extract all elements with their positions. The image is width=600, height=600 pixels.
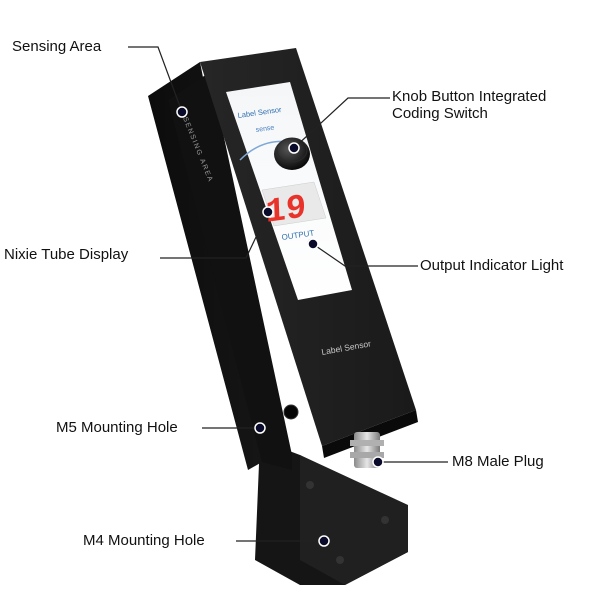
callout-dot bbox=[318, 535, 330, 547]
label-output-indicator-light: Output Indicator Light bbox=[420, 257, 564, 274]
callout-dot bbox=[176, 106, 188, 118]
label-knob-button-line2: Coding Switch bbox=[392, 105, 488, 122]
callout-lines bbox=[128, 46, 448, 542]
bracket-screw-hole bbox=[381, 516, 389, 524]
bracket-screw-hole bbox=[306, 481, 314, 489]
callout-dot bbox=[307, 238, 319, 250]
label-m8-male-plug: M8 Male Plug bbox=[452, 453, 544, 470]
callout-dots bbox=[176, 106, 384, 547]
knob-button[interactable] bbox=[274, 137, 310, 170]
nixie-tube-display: 19 bbox=[261, 181, 327, 233]
callout-dot bbox=[372, 456, 384, 468]
label-m4-mounting-hole: M4 Mounting Hole bbox=[83, 532, 205, 549]
sensing-area-line bbox=[128, 46, 183, 113]
label-sensing-area: Sensing Area bbox=[12, 38, 102, 55]
label-knob-button: Knob Button Integrated Coding Switch bbox=[392, 88, 592, 122]
label-m5-mounting-hole: M5 Mounting Hole bbox=[56, 419, 178, 436]
sense-label: sense bbox=[255, 124, 275, 134]
sensor-side-face bbox=[168, 72, 292, 470]
label-knob-button-line1: Knob Button Integrated bbox=[392, 88, 547, 105]
bracket-screw-hole bbox=[336, 556, 344, 564]
callout-dot bbox=[288, 142, 300, 154]
mounting-bracket bbox=[255, 440, 408, 585]
side-hole bbox=[283, 404, 299, 420]
display-line bbox=[160, 211, 269, 259]
callout-dot bbox=[262, 206, 274, 218]
label-nixie-tube-display: Nixie Tube Display bbox=[4, 246, 129, 263]
output-line bbox=[312, 243, 418, 267]
callout-dot bbox=[254, 422, 266, 434]
knob-line bbox=[293, 97, 390, 149]
